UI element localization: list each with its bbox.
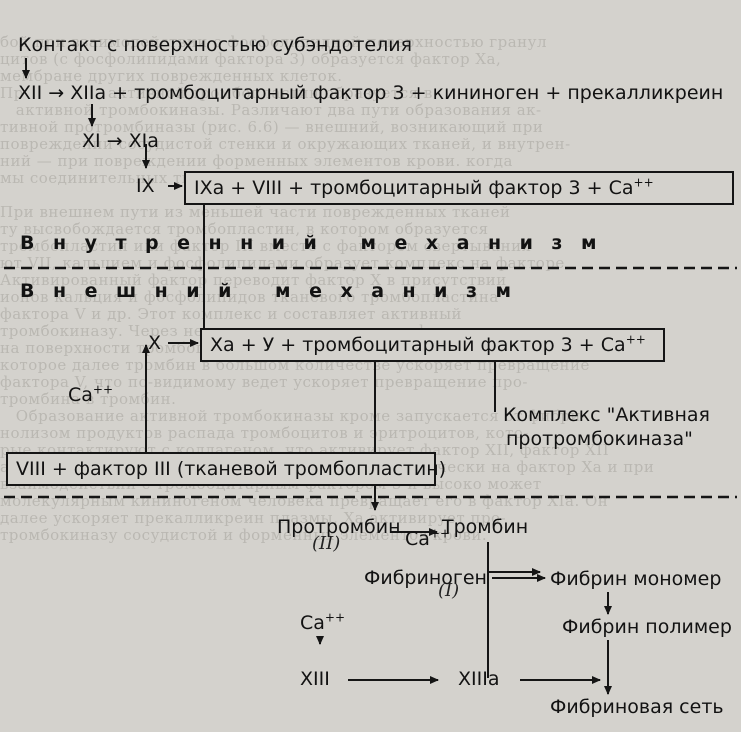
- background-line: фактора V, что по-видимому ведет ускоряе…: [0, 373, 528, 391]
- ca-left-text: Ca: [68, 384, 93, 406]
- node-fibrin-monomer: Фибрин мономер: [550, 568, 722, 590]
- background-line: тромбина в тромбин.: [0, 390, 177, 408]
- box-xa-text: Xa + У + тромбоцитарный фактор 3 + Ca: [210, 334, 626, 356]
- background-line: фактора V и др. Этот комплекс и составля…: [0, 305, 463, 323]
- background-line: цитов (с фосфолипидами фактора 3) образу…: [0, 50, 502, 68]
- node-xii-chain: XII → XIIa + тромбоцитарный фактор 3 + к…: [18, 82, 724, 104]
- background-line: тромбопластин или фактор III вместе с фа…: [0, 237, 532, 255]
- box-ixa-charge: ++: [633, 175, 654, 190]
- node-xi-chain: XI → XIa: [82, 130, 159, 152]
- background-line: ту высвобождается тромбопластин, в котор…: [0, 220, 489, 238]
- ca-lower-text: Ca: [300, 612, 325, 634]
- node-fibrinogen: Фибриноген: [364, 567, 487, 589]
- background-line: повреждении сосудистой стенки и окружающ…: [0, 135, 571, 153]
- node-prothrombin: Протромбин: [277, 516, 401, 538]
- ca-left-charge: ++: [92, 382, 114, 397]
- node-fibrin-polymer: Фибрин полимер: [562, 616, 732, 638]
- background-line: Активированный фактор переводит фактор X…: [0, 271, 507, 289]
- annotation-phase-1: (I): [438, 580, 460, 601]
- ca-mid-charge: ++: [429, 526, 451, 541]
- background-line: ний — при повреждении форменных элементо…: [0, 152, 513, 170]
- node-fibrin-net: Фибриновая сеть: [550, 696, 724, 718]
- node-x: X: [148, 332, 162, 354]
- background-line: бой при взаимодействии с фосфолипидной п…: [0, 33, 548, 51]
- box-viii: VIII + фактор III (тканевой тромбопласти…: [6, 452, 446, 486]
- node-xiii: XIII: [300, 668, 330, 690]
- node-contact: Контакт с поверхностью субэндотелия: [18, 34, 413, 56]
- box-ixa-text: IXa + VIII + тромбоцитарный фактор 3 + C…: [194, 177, 634, 199]
- background-line: мембране других поврежденных клеток.: [0, 67, 343, 85]
- node-ca-left: Ca++: [68, 384, 113, 406]
- box-xa: Xa + У + тромбоцитарный фактор 3 + Ca++: [200, 328, 665, 362]
- annotation-phase-2: (II): [312, 533, 341, 554]
- node-xiiia: XIIIa: [458, 668, 500, 690]
- box-xa-charge: ++: [625, 332, 646, 347]
- ca-mid-text: Ca: [405, 528, 430, 550]
- box-viii-text: VIII + фактор III (тканевой тромбопласти…: [16, 458, 447, 480]
- background-line: Пр активной тромбопластин образуется в: [0, 84, 433, 102]
- arrow-thrombin-fibrinogen: [487, 542, 541, 576]
- node-ca-lower: Ca++: [300, 612, 345, 634]
- node-ca-mid: Ca++: [405, 528, 450, 550]
- background-line: активной тромбокиназы. Различают два пут…: [0, 101, 542, 119]
- background-line: тромбокиназу сосудистой и форменных элем…: [0, 526, 488, 544]
- box-ixa: IXa + VIII + тромбоцитарный фактор 3 + C…: [184, 171, 734, 205]
- background-line: ионов кальция и фосфолипидов тканевого т…: [0, 288, 499, 306]
- section-internal: Внутренний механизм: [20, 232, 615, 254]
- node-ix: IX: [136, 175, 155, 197]
- background-line: При внешнем пути из меньшей части повреж…: [0, 203, 511, 221]
- complex-label-line-2: протромбокиназа": [506, 428, 693, 450]
- background-line: далее ускоряет прекалликреин плазмы, Xa …: [0, 509, 507, 527]
- complex-label-line-1: Комплекс "Активная: [503, 404, 710, 426]
- background-line: тивной протромбиназы (рис. 6.6) — внешни…: [0, 118, 544, 136]
- ca-lower-charge: ++: [324, 610, 346, 625]
- background-lines: бой при взаимодействии с фосфолипидной п…: [0, 34, 741, 544]
- node-thrombin: Тромбин: [442, 516, 529, 538]
- background-line: нолизом продуктов распада тромбоцитов и …: [0, 424, 529, 442]
- section-external: Внешний механизм: [20, 280, 530, 302]
- background-line: Образование активной тромбокиназы кроме …: [0, 407, 587, 425]
